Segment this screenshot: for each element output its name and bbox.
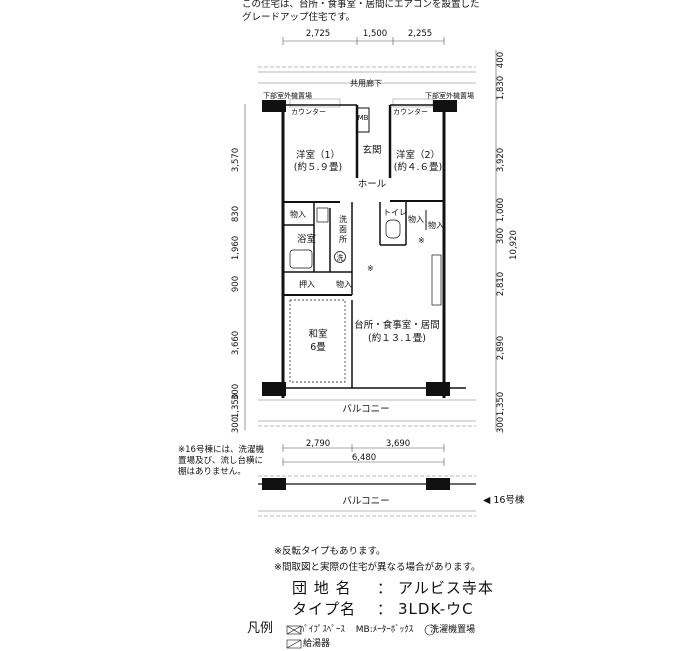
legend-water-heater: 給湯器	[303, 639, 331, 649]
western2-name: 洋室（2）	[396, 149, 440, 161]
estate-value: アルビス寺本	[398, 579, 494, 597]
fixtures	[289, 207, 442, 383]
dim-top-3: 2,255	[408, 29, 432, 39]
counter-left-label: カウンター	[291, 107, 326, 116]
dim-bottom-total: 6,480	[352, 453, 376, 463]
dim-left-6: 300	[231, 384, 241, 400]
legend-washer: 洗濯機置場	[430, 625, 476, 635]
dim-left-4: 900	[231, 276, 241, 292]
pillars	[262, 100, 457, 396]
top-dimension-line	[282, 37, 445, 45]
type-colon: ：	[376, 600, 393, 618]
legend-title: 凡例	[247, 621, 274, 636]
estate-key: 団 地 名	[292, 579, 352, 597]
building16-tag: ◀ 16号棟	[483, 494, 525, 506]
western1-size: (約５.９畳)	[294, 161, 342, 173]
storage-c-label: 物入	[428, 220, 444, 230]
toilet-label: トイレ	[383, 208, 407, 217]
washer-mark	[334, 251, 346, 263]
dim-left-5: 3,660	[231, 331, 241, 355]
meter-box	[356, 107, 370, 133]
building16-note-line-3: 棚はありません。	[178, 467, 246, 477]
storage-d-label: 物入	[336, 279, 352, 289]
estate-row: 団 地 名 ： アルビス寺本	[292, 578, 494, 599]
bottom-dimension-line	[282, 444, 445, 466]
dim-bottom-1: 2,790	[306, 439, 330, 449]
closet-label: 押入	[299, 279, 315, 289]
storage-a-label: 物入	[290, 209, 306, 219]
building16-balcony	[258, 475, 476, 517]
dim-left-1: 3,570	[231, 148, 241, 172]
building16-note-line-2: 置場及び、流し台横に	[178, 456, 264, 466]
washer-label: 洗	[337, 253, 344, 262]
dim-left-3: 1,960	[231, 236, 241, 260]
mb-label: MB	[358, 114, 369, 122]
dim-top-1: 2,725	[306, 29, 330, 39]
dim-left-8: 300	[231, 417, 241, 433]
dim-right-1: 400	[496, 52, 506, 68]
type-row: タイプ名 ： 3LDK-ウC	[292, 599, 494, 620]
outdoor-unit-right-label: 下部室外機置場	[425, 91, 474, 100]
legend-row-1: 凡例 ﾊﾟｲﾌﾟｽﾍﾟｰｽ MB:ﾒｰﾀｰﾎﾞｯｸｽ 洗濯機置場	[247, 622, 475, 637]
japanese-size: 6畳	[310, 342, 326, 353]
dim-right-5: 300	[496, 228, 506, 244]
western1-name: 洋室（1）	[296, 149, 340, 161]
mark-toilet: ※	[418, 236, 425, 245]
japanese-name: 和室	[308, 328, 327, 340]
legend-row-2: 給湯器	[247, 637, 475, 651]
info-block: 団 地 名 ： アルビス寺本 タイプ名 ： 3LDK-ウC	[292, 578, 494, 620]
legend: 凡例 ﾊﾟｲﾌﾟｽﾍﾟｰｽ MB:ﾒｰﾀｰﾎﾞｯｸｽ 洗濯機置場 給湯器	[247, 622, 475, 651]
hall-label: ホール	[358, 179, 387, 190]
storage-b-label: 物入	[408, 214, 424, 224]
header-note-line-1: この住宅は、台所・食事室・居間にエアコンを設置した	[242, 0, 480, 10]
entrance-label: 玄関	[362, 144, 381, 156]
ldk-size: (約１３.１畳)	[368, 332, 426, 344]
bottom-notes: ※反転タイプもあります。 ※間取図と実際の住宅が異なる場合があります。	[274, 544, 481, 576]
western2-size: (約４.６畳)	[394, 161, 442, 173]
balcony-outline	[258, 399, 476, 427]
balcony16-label: バルコニー	[342, 496, 389, 507]
dim-right-9: 300	[496, 417, 506, 433]
building16-note: ※16号棟には、洗濯機 置場及び、流し台横に 棚はありません。	[178, 445, 278, 478]
dim-right-7: 2,890	[496, 336, 506, 360]
ldk-name: 台所・食事室・居間	[354, 319, 440, 331]
dim-right-8: 1,350	[496, 392, 506, 416]
dim-right-total: 10,920	[509, 230, 519, 260]
type-value: 3LDK-ウC	[398, 600, 474, 618]
legend-icons	[286, 624, 436, 649]
dim-top-2: 1,500	[363, 29, 387, 39]
outdoor-unit-areas	[289, 98, 434, 108]
dim-right-4: 1,000	[496, 198, 506, 222]
dim-left-2: 830	[231, 206, 241, 222]
legend-pipe-space: ﾊﾟｲﾌﾟｽﾍﾟｰｽ	[299, 625, 345, 635]
note-difference: ※間取図と実際の住宅が異なる場合があります。	[274, 562, 481, 573]
bath-label: 浴室	[297, 233, 316, 245]
washroom-label-2: 面	[339, 225, 347, 234]
building16-note-line-1: ※16号棟には、洗濯機	[178, 445, 264, 455]
balcony-label: バルコニー	[342, 404, 389, 415]
counter-right-label: カウンター	[393, 107, 428, 116]
dim-right-3: 3,920	[496, 148, 506, 172]
washroom-label-3: 所	[339, 234, 347, 244]
mark-ldk: ※	[367, 264, 374, 273]
dim-right-2: 1,830	[496, 76, 506, 100]
header-note-line-2: グレードアップ住宅です。	[242, 12, 356, 23]
washroom-label-1: 洗	[339, 214, 347, 224]
header-note: この住宅は、台所・食事室・居間にエアコンを設置した グレードアップ住宅です。	[242, 0, 542, 24]
type-key: タイプ名	[292, 600, 357, 618]
corridor-outline	[258, 66, 476, 84]
outdoor-unit-left-label: 下部室外機置場	[263, 91, 312, 100]
dim-left-7: 1,350	[231, 394, 241, 418]
corridor-label: 共用廊下	[350, 78, 382, 88]
dim-bottom-2: 3,690	[386, 439, 410, 449]
estate-colon: ：	[376, 579, 393, 597]
note-reverse-type: ※反転タイプもあります。	[274, 546, 386, 557]
dim-right-6: 2,810	[496, 272, 506, 296]
legend-meter-box: MB:ﾒｰﾀｰﾎﾞｯｸｽ	[355, 625, 414, 635]
